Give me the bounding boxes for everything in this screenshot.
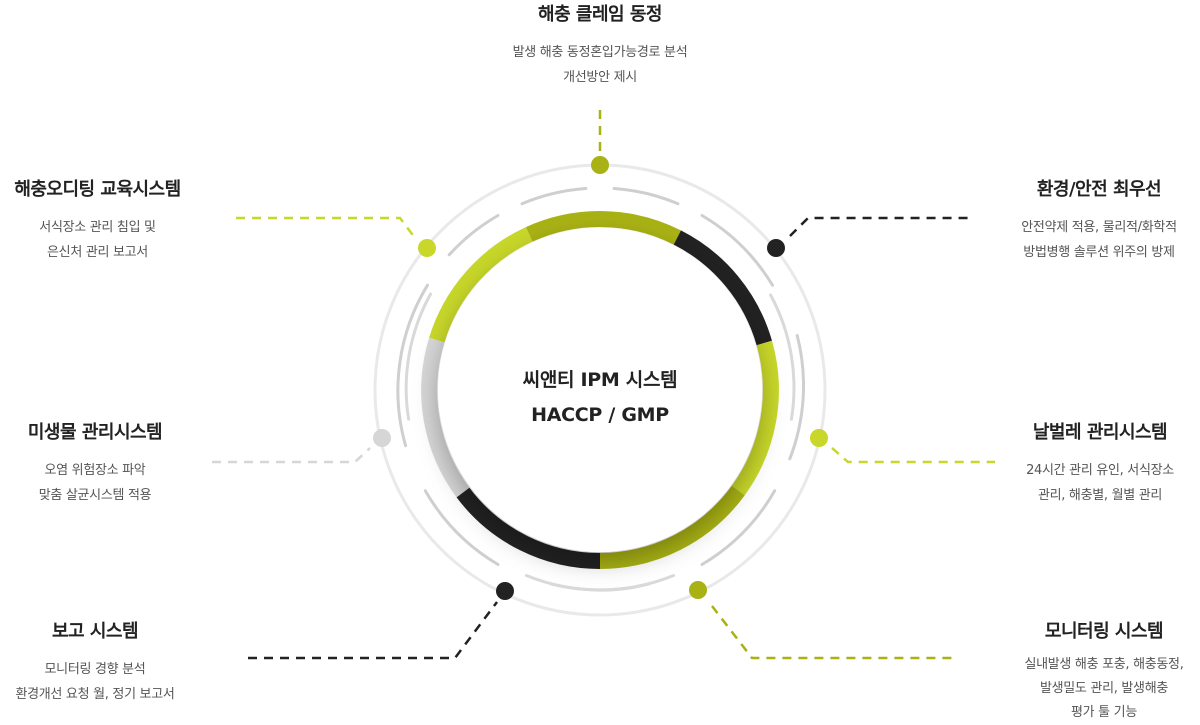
- desc-line: 안전약제 적용, 물리적/화학적: [1021, 220, 1177, 235]
- dot-top: [591, 156, 609, 174]
- feature-title: 환경/안전 최우선: [1036, 179, 1162, 200]
- feature-mid-right: 날벌레 관리시스템 24시간 관리 유인, 서식장소 관리, 해충별, 월별 관…: [1010, 418, 1190, 508]
- feature-upper-left: 해충오디팅 교육시스템 서식장소 관리 침입 및 은신처 관리 보고서: [0, 175, 195, 265]
- ring-segment-gray: [421, 337, 470, 498]
- dot-mid-right: [810, 429, 828, 447]
- gray-inner-arc-ring: [404, 292, 796, 592]
- feature-lower-right: 모니터링 시스템 실내발생 해충 포충, 해충동정, 발생밀도 관리, 발생해충…: [1010, 617, 1198, 725]
- desc-line: 실내발생 해충 포충, 해충동정,: [1024, 657, 1184, 672]
- ring-segment-olive-bottom: [599, 485, 745, 569]
- feature-mid-left: 미생물 관리시스템 오염 위험장소 파악 맞춤 살균시스템 적용: [0, 418, 190, 508]
- feature-desc: 서식장소 관리 침입 및 은신처 관리 보고서: [0, 215, 195, 265]
- dot-upper-left: [418, 239, 436, 257]
- feature-upper-right: 환경/안전 최우선 안전약제 적용, 물리적/화학적 방법병행 솔루션 위주의 …: [1000, 175, 1198, 265]
- desc-line: 서식장소 관리 침입 및: [39, 220, 156, 235]
- feature-desc: 안전약제 적용, 물리적/화학적 방법병행 솔루션 위주의 방제: [1000, 215, 1198, 265]
- connector-lower-left: [248, 601, 498, 660]
- feature-lower-left: 보고 시스템 모니터링 경향 분석 환경개선 요청 월, 정기 보고서: [0, 617, 190, 707]
- desc-line: 환경개선 요청 월, 정기 보고서: [15, 687, 175, 702]
- desc-line: 은신처 관리 보고서: [47, 245, 148, 260]
- feature-top: 해충 클레임 동정 발생 해충 동정혼입가능경로 분석 개선방안 제시: [450, 0, 750, 90]
- connector-lower-right: [711, 605, 955, 660]
- feature-desc: 실내발생 해충 포충, 해충동정, 발생밀도 관리, 발생해충 평가 툴 기능: [1010, 653, 1198, 725]
- desc-line: 평가 툴 기능: [1071, 705, 1137, 720]
- desc-line: 모니터링 경향 분석: [44, 662, 146, 677]
- feature-title: 모니터링 시스템: [1044, 621, 1164, 642]
- connectors: [212, 110, 995, 660]
- center-disk: [438, 228, 762, 552]
- feature-desc: 오염 위험장소 파악 맞춤 살균시스템 적용: [0, 458, 190, 508]
- feature-desc: 모니터링 경향 분석 환경개선 요청 월, 정기 보고서: [0, 657, 190, 707]
- ring-segment-lime-right: [731, 340, 779, 496]
- gray-arc-ring: [396, 187, 805, 592]
- connector-mid-right: [831, 447, 995, 464]
- feature-title: 해충오디팅 교육시스템: [14, 179, 181, 200]
- connector-upper-left: [236, 216, 416, 239]
- feature-title: 날벌레 관리시스템: [1032, 422, 1168, 443]
- dot-lower-right: [689, 581, 707, 599]
- connector-upper-right: [789, 216, 968, 237]
- feature-desc: 24시간 관리 유인, 서식장소 관리, 해충별, 월별 관리: [1010, 458, 1190, 508]
- ring-segment-olive-top: [525, 211, 681, 245]
- connector-mid-left: [212, 447, 371, 464]
- center-subtitle: HACCP / GMP: [531, 404, 669, 426]
- desc-line: 맞춤 살균시스템 적용: [38, 488, 152, 503]
- center-title: 씨앤티 IPM 시스템: [522, 369, 678, 391]
- feature-title: 미생물 관리시스템: [27, 422, 163, 443]
- desc-line: 개선방안 제시: [563, 70, 637, 85]
- desc-line: 발생밀도 관리, 발생해충: [1039, 681, 1169, 696]
- desc-line: 방법병행 솔루션 위주의 방제: [1023, 245, 1175, 260]
- dot-mid-left: [373, 429, 391, 447]
- main-ring: [421, 211, 779, 570]
- feature-desc: 발생 해충 동정혼입가능경로 분석 개선방안 제시: [450, 40, 750, 90]
- feature-title: 해충 클레임 동정: [538, 4, 662, 25]
- dot-lower-left: [496, 582, 514, 600]
- desc-line: 관리, 해충별, 월별 관리: [1037, 488, 1163, 503]
- ring-segment-black-lower-left: [456, 487, 601, 570]
- connector-dots: [373, 156, 828, 600]
- ring-segment-black-upper-right: [673, 230, 772, 346]
- desc-line: 발생 해충 동정혼입가능경로 분석: [512, 45, 688, 60]
- ring-segment-lime-upper-left: [429, 227, 533, 343]
- feature-title: 보고 시스템: [51, 621, 139, 642]
- desc-line: 오염 위험장소 파악: [44, 463, 146, 478]
- dot-upper-right: [767, 239, 785, 257]
- desc-line: 24시간 관리 유인, 서식장소: [1026, 463, 1174, 478]
